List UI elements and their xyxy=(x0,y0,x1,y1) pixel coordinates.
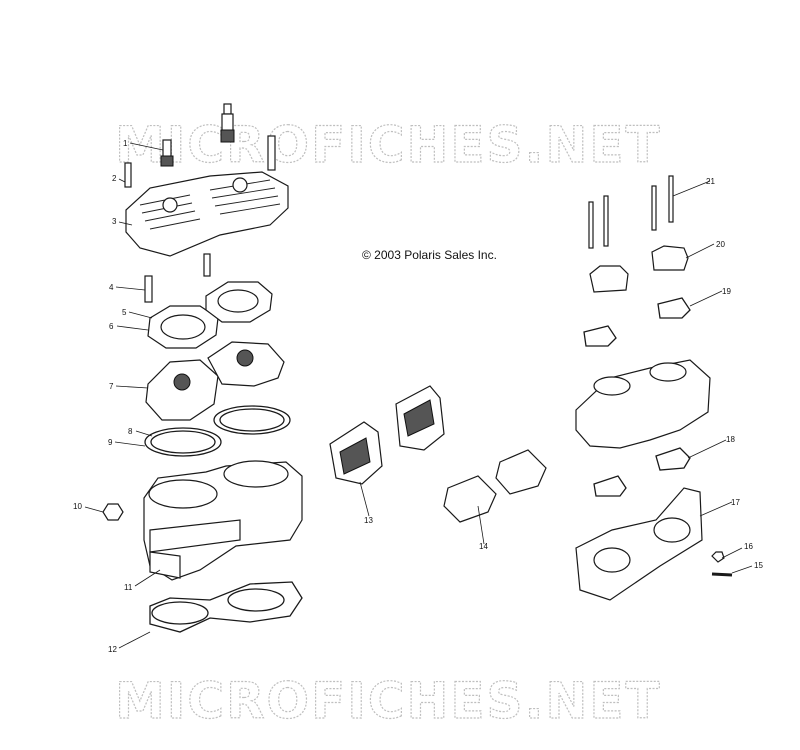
callout-5: 5 xyxy=(122,308,127,317)
long-bolt-part[interactable] xyxy=(588,175,674,249)
cylinder-block-part[interactable] xyxy=(143,460,303,581)
base-gasket-part[interactable] xyxy=(149,581,303,633)
intake-manifold-part[interactable] xyxy=(575,487,703,601)
callout-3: 3 xyxy=(112,217,117,226)
reed-cage-part[interactable] xyxy=(329,385,445,485)
spark-plug-part[interactable] xyxy=(160,103,235,167)
combustion-dome-part[interactable] xyxy=(145,341,285,421)
callout-7: 7 xyxy=(109,382,114,391)
callout-14: 14 xyxy=(479,542,488,551)
silencer-cap-part[interactable] xyxy=(589,245,689,293)
callout-12: 12 xyxy=(108,645,117,654)
callout-17: 17 xyxy=(731,498,740,507)
o-ring-part[interactable] xyxy=(144,405,291,457)
manifold-gasket-part[interactable] xyxy=(593,447,691,497)
screw-part[interactable] xyxy=(711,551,733,577)
callout-2: 2 xyxy=(112,174,117,183)
watermark-bottom: MICROFICHES.NET xyxy=(115,672,662,730)
callout-9: 9 xyxy=(108,438,113,447)
callout-16: 16 xyxy=(744,542,753,551)
callout-13: 13 xyxy=(364,516,373,525)
callout-20: 20 xyxy=(716,240,725,249)
reed-spacer-part[interactable] xyxy=(443,449,547,523)
leader-lines xyxy=(84,142,753,649)
callout-1: 1 xyxy=(123,139,128,148)
carburetor-part[interactable] xyxy=(575,359,711,449)
flange-gasket-part[interactable] xyxy=(583,297,691,347)
callout-10: 10 xyxy=(73,502,82,511)
nut-part[interactable] xyxy=(102,503,124,521)
watermark-top: MICROFICHES.NET xyxy=(115,116,662,174)
head-cover-part[interactable] xyxy=(147,281,273,349)
callout-15: 15 xyxy=(754,561,763,570)
callout-11: 11 xyxy=(124,583,133,592)
callout-8: 8 xyxy=(128,427,133,436)
callout-4: 4 xyxy=(109,283,114,292)
head-bolt-part[interactable] xyxy=(124,135,276,277)
callout-6: 6 xyxy=(109,322,114,331)
stud-part[interactable] xyxy=(144,275,153,303)
callouts: 1 2 3 4 5 6 7 8 9 10 11 12 13 14 15 16 1… xyxy=(73,139,763,654)
callout-19: 19 xyxy=(722,287,731,296)
cylinder-head-part[interactable] xyxy=(125,171,289,257)
copyright-text: © 2003 Polaris Sales Inc. xyxy=(362,248,497,262)
callout-18: 18 xyxy=(726,435,735,444)
callout-21: 21 xyxy=(706,177,715,186)
